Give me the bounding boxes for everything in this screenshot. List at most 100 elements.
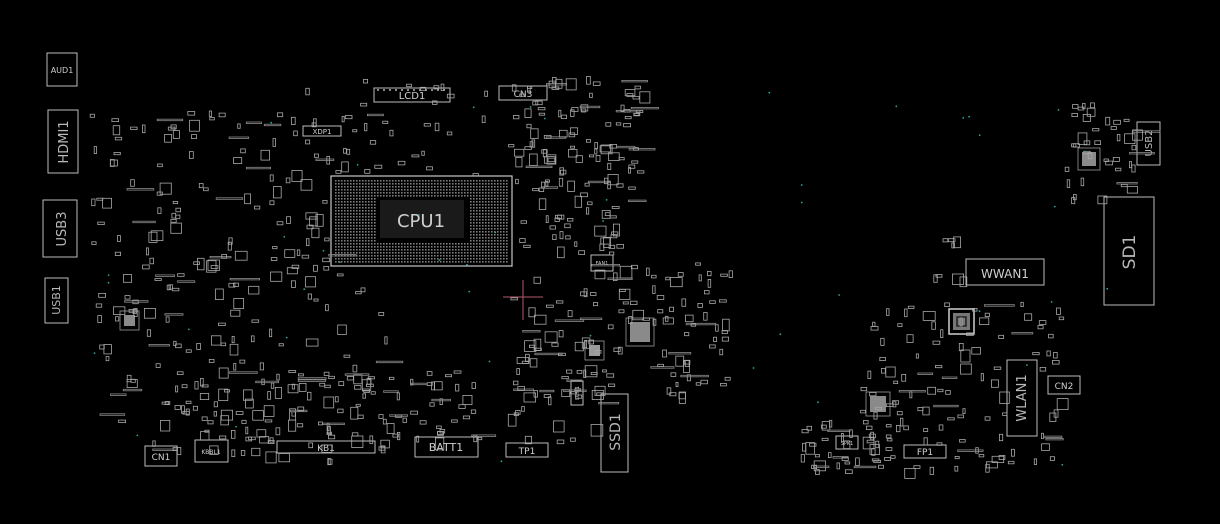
cpu-ball bbox=[458, 189, 460, 191]
cpu-ball bbox=[482, 195, 484, 197]
smd-component bbox=[91, 241, 97, 245]
connector-usb2[interactable]: USB2 bbox=[1136, 121, 1161, 166]
smd-component bbox=[646, 267, 650, 276]
smd-component bbox=[669, 306, 674, 312]
chip-cpu1[interactable]: CPU1 bbox=[330, 175, 513, 267]
cpu-ball bbox=[341, 237, 343, 239]
cpu-ball bbox=[476, 198, 478, 200]
cpu-ball bbox=[494, 195, 496, 197]
connector-batt1[interactable]: BATT1 bbox=[414, 436, 479, 458]
cpu-ball bbox=[356, 207, 358, 209]
cpu-ball bbox=[497, 192, 499, 194]
connector-cn3[interactable]: CN3 bbox=[498, 85, 548, 101]
smd-component bbox=[554, 319, 585, 322]
ic-qfn-center[interactable] bbox=[584, 340, 605, 361]
cpu-ball bbox=[479, 213, 481, 215]
cpu-ball bbox=[380, 189, 382, 191]
smd-component bbox=[1046, 350, 1051, 357]
cpu-ball bbox=[335, 225, 337, 227]
cpu-ball bbox=[344, 195, 346, 197]
smd-component bbox=[288, 370, 297, 373]
cpu-ball bbox=[464, 255, 466, 257]
smd-component bbox=[917, 406, 924, 412]
smd-component bbox=[296, 423, 304, 428]
connector-ssd1[interactable]: SSD1 bbox=[600, 393, 629, 473]
cpu-ball bbox=[443, 186, 445, 188]
smd-component bbox=[159, 182, 172, 195]
cpu-ball bbox=[353, 210, 355, 212]
connector-usb3[interactable]: USB3 bbox=[42, 199, 78, 258]
smd-component bbox=[526, 123, 532, 129]
connector-aud1[interactable]: AUD1 bbox=[46, 52, 78, 87]
smd-component bbox=[665, 315, 669, 322]
cpu-ball bbox=[461, 180, 463, 182]
smd-component bbox=[392, 433, 399, 438]
smd-component bbox=[264, 419, 273, 423]
connector-sd1[interactable]: SD1 bbox=[1103, 196, 1155, 306]
connector-hdmi1[interactable]: HDMI1 bbox=[47, 109, 79, 174]
connector-xdp1[interactable]: XDP1 bbox=[302, 125, 342, 137]
smd-component bbox=[915, 353, 919, 359]
cpu-ball bbox=[482, 234, 484, 236]
cpu-ball bbox=[362, 222, 364, 224]
cpu-ball bbox=[335, 243, 337, 245]
connector-kbbl1[interactable]: KBBL1 bbox=[194, 439, 229, 463]
via bbox=[303, 288, 306, 291]
cpu-ball bbox=[497, 204, 499, 206]
cpu-ball bbox=[419, 249, 421, 251]
cpu-ball bbox=[419, 243, 421, 245]
cpu-ball bbox=[386, 189, 388, 191]
smd-component bbox=[871, 458, 880, 462]
cpu-ball bbox=[359, 186, 361, 188]
connector-kb1[interactable]: KB1 bbox=[276, 440, 376, 454]
smd-component bbox=[160, 419, 171, 432]
cpu-ball bbox=[353, 189, 355, 191]
cpu-ball bbox=[431, 195, 433, 197]
cpu-ball bbox=[383, 255, 385, 257]
ic-bga-right[interactable] bbox=[625, 317, 655, 347]
cpu-ball bbox=[344, 183, 346, 185]
smd-component bbox=[311, 122, 317, 128]
connector-wlan1[interactable]: WLAN1 bbox=[1006, 359, 1038, 437]
cpu-ball bbox=[467, 252, 469, 254]
cpu-ball bbox=[374, 213, 376, 215]
via bbox=[1053, 205, 1056, 208]
cpu-ball bbox=[383, 192, 385, 194]
connector-lcm1[interactable]: LCM1 bbox=[570, 380, 584, 406]
cpu-ball bbox=[500, 261, 502, 263]
cpu-ball bbox=[440, 189, 442, 191]
cpu-ball bbox=[467, 180, 469, 182]
cpu-ball bbox=[482, 219, 484, 221]
cpu-ball bbox=[335, 207, 337, 209]
connector-tp1[interactable]: TP1 bbox=[505, 442, 549, 458]
smd-component bbox=[196, 343, 201, 350]
cpu-ball bbox=[353, 225, 355, 227]
smd-component bbox=[234, 250, 248, 261]
cpu-ball bbox=[359, 201, 361, 203]
cpu-ball bbox=[506, 216, 508, 218]
connector-cn1[interactable]: CN1 bbox=[144, 445, 178, 467]
smd-component bbox=[524, 435, 532, 445]
smd-component bbox=[229, 343, 239, 356]
cpu-ball bbox=[503, 252, 505, 254]
connector-cn2[interactable]: CN2 bbox=[1047, 375, 1081, 395]
cpu-ball bbox=[437, 195, 439, 197]
connector-usb1[interactable]: USB1 bbox=[44, 277, 69, 324]
smd-component bbox=[628, 164, 636, 169]
cpu-ball bbox=[479, 222, 481, 224]
smd-component bbox=[897, 323, 903, 327]
cpu-ball bbox=[338, 201, 340, 203]
cpu-ball bbox=[458, 243, 460, 245]
connector-wwan1[interactable]: WWAN1 bbox=[965, 258, 1045, 286]
cpu-ball bbox=[425, 252, 427, 254]
cpu-ball bbox=[365, 225, 367, 227]
cpu-ball bbox=[506, 222, 508, 224]
cpu-ball bbox=[404, 243, 406, 245]
cpu-ball bbox=[392, 183, 394, 185]
smd-component bbox=[382, 120, 389, 124]
smd-component bbox=[419, 86, 426, 91]
smd-component bbox=[156, 191, 163, 196]
smd-component bbox=[311, 227, 320, 239]
cpu-ball bbox=[482, 225, 484, 227]
